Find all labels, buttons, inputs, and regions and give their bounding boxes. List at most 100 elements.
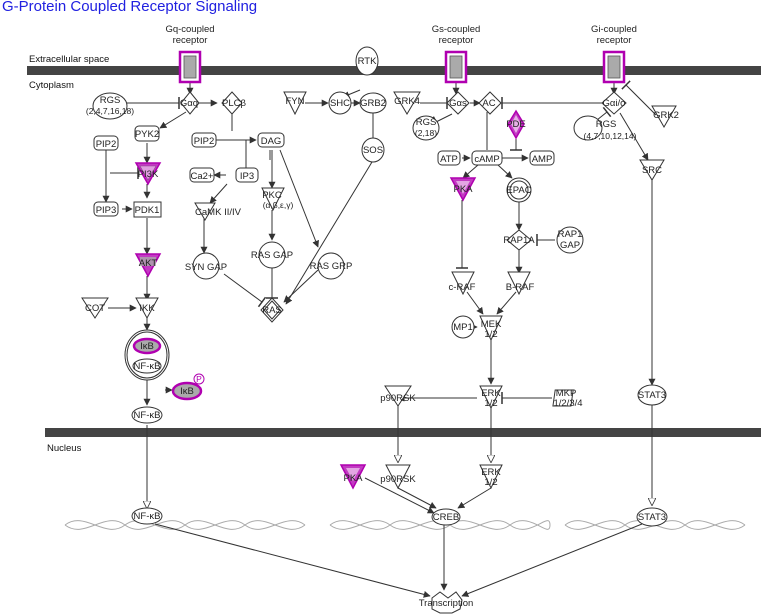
node-mkp[interactable]: MKP 1/2/3/4: [552, 388, 583, 409]
node-stat3-nucleus[interactable]: STAT3: [636, 507, 668, 527]
node-ikb-complex[interactable]: IκB NF-κB: [124, 329, 170, 381]
node-gaio[interactable]: Gαi/o: [601, 91, 627, 115]
node-pde[interactable]: PDE: [506, 109, 526, 140]
node-cot[interactable]: COT: [81, 297, 109, 319]
svg-text:PDE: PDE: [506, 119, 526, 130]
gq-receptor-label-1: Gq-coupled: [165, 24, 214, 35]
node-gas[interactable]: Gαs: [446, 91, 470, 115]
node-syn-gap[interactable]: SYN GAP: [185, 252, 227, 280]
node-ras-grp[interactable]: RAS GRP: [310, 252, 353, 280]
svg-text:GRK2: GRK2: [653, 110, 679, 121]
node-ras-gap[interactable]: RAS GAP: [251, 241, 293, 269]
nucleus-label: Nucleus: [47, 443, 82, 454]
node-grb2[interactable]: GRB2: [359, 92, 387, 114]
gs-receptor[interactable]: [444, 50, 468, 84]
gs-receptor-label-2: receptor: [439, 35, 474, 46]
node-gaq[interactable]: Gαq: [180, 91, 200, 115]
node-rap1a[interactable]: RAP1A: [503, 229, 535, 251]
node-c-raf[interactable]: c-RAF: [449, 271, 476, 296]
gi-receptor[interactable]: [602, 50, 626, 84]
node-plcb[interactable]: PLCβ: [221, 91, 247, 115]
node-ip3[interactable]: IP3: [235, 167, 259, 183]
node-erk-nucleus[interactable]: ERK 1/2: [479, 464, 503, 490]
svg-text:SRC: SRC: [642, 165, 662, 176]
svg-text:Ca2+: Ca2+: [191, 171, 214, 182]
node-creb[interactable]: CREB: [431, 508, 461, 526]
page-title: G-Protein Coupled Receptor Signaling: [2, 0, 258, 15]
node-sos[interactable]: SOS: [361, 137, 385, 163]
node-mp1[interactable]: MP1: [451, 315, 475, 339]
svg-text:STAT3: STAT3: [638, 512, 666, 523]
svg-text:1/2: 1/2: [484, 329, 497, 340]
svg-text:PLCβ: PLCβ: [222, 98, 246, 109]
svg-text:Gαi/o: Gαi/o: [603, 98, 626, 109]
svg-text:1/2: 1/2: [484, 477, 497, 488]
svg-text:PIP3: PIP3: [96, 205, 117, 216]
gi-receptor-label-2: receptor: [597, 35, 632, 46]
node-rgs-2[interactable]: RGS (2,18): [412, 115, 440, 141]
svg-text:SOS: SOS: [363, 145, 383, 156]
svg-text:IKK: IKK: [139, 303, 155, 314]
svg-text:MEK: MEK: [481, 319, 502, 330]
node-grk2[interactable]: GRK2: [651, 105, 679, 129]
node-stat3-cyto[interactable]: STAT3: [637, 384, 667, 406]
svg-text:NF-κB: NF-κB: [134, 361, 161, 372]
svg-text:cAMP: cAMP: [474, 154, 499, 165]
node-epac[interactable]: EPAC: [506, 177, 532, 203]
node-ikk[interactable]: IKK: [135, 297, 159, 320]
node-pkc[interactable]: PKC (α,β,ε,γ): [261, 187, 293, 212]
node-nfkb-nucleus[interactable]: NF-κB: [131, 507, 163, 525]
node-src[interactable]: SRC: [639, 159, 665, 181]
node-pka-nucleus[interactable]: PKA: [339, 464, 367, 490]
node-pip3[interactable]: PIP3: [93, 201, 119, 217]
node-pi3k[interactable]: PI3K: [134, 162, 162, 186]
node-pka-cyto[interactable]: PKA: [449, 177, 477, 202]
node-ikb-phospho[interactable]: IκB P: [171, 373, 205, 401]
node-pip2-a[interactable]: PIP2: [93, 135, 119, 151]
node-nfkb-cytoplasm[interactable]: NF-κB: [131, 406, 163, 424]
node-rap1gap[interactable]: RAP1 GAP: [556, 226, 584, 254]
node-atp[interactable]: ATP: [437, 150, 461, 166]
node-ca2[interactable]: Ca2+: [189, 167, 215, 183]
node-shc[interactable]: SHC: [328, 91, 352, 115]
node-pip2-b[interactable]: PIP2: [191, 132, 217, 148]
node-ac[interactable]: AC: [478, 91, 502, 115]
svg-text:ERK: ERK: [481, 467, 501, 478]
svg-text:NF-κB: NF-κB: [134, 410, 161, 421]
node-mek[interactable]: MEK 1/2: [479, 315, 503, 342]
svg-text:PIP2: PIP2: [96, 139, 117, 150]
node-ras[interactable]: RAS: [260, 297, 284, 323]
node-akt[interactable]: AKT: [134, 253, 162, 278]
svg-text:PIP2: PIP2: [194, 136, 215, 147]
gi-receptor-label-1: Gi-coupled: [591, 24, 637, 35]
node-camp[interactable]: cAMP: [471, 150, 503, 166]
node-p90rsk-cyto[interactable]: p90RSK: [380, 385, 416, 407]
node-p90rsk-nucleus[interactable]: p90RSK: [380, 464, 416, 490]
node-grk4[interactable]: GRK4: [393, 91, 421, 115]
node-rgs-1[interactable]: RGS (2,4,7,16,18): [86, 92, 134, 120]
svg-text:STAT3: STAT3: [638, 390, 666, 401]
node-fyn[interactable]: FYN: [283, 91, 307, 116]
svg-text:PKA: PKA: [343, 473, 363, 484]
svg-text:AKT: AKT: [139, 258, 158, 269]
node-camk[interactable]: CaMK II/IV: [194, 202, 242, 221]
node-dag[interactable]: DAG: [257, 132, 285, 148]
svg-text:MKP: MKP: [556, 388, 577, 399]
svg-text:p90RSK: p90RSK: [380, 474, 416, 485]
node-rgs-3[interactable]: RGS (4,7,10,12,14): [573, 115, 637, 141]
svg-text:PKC: PKC: [262, 190, 282, 201]
node-transcription[interactable]: Transcription: [419, 591, 474, 614]
svg-text:MP1: MP1: [453, 322, 473, 333]
node-pyk2[interactable]: PYK2: [134, 125, 160, 142]
node-erk-cyto[interactable]: ERK 1/2: [479, 385, 503, 410]
node-rtk[interactable]: RTK: [355, 46, 379, 76]
svg-text:AC: AC: [482, 98, 495, 109]
svg-text:PKA: PKA: [453, 184, 473, 195]
node-b-raf[interactable]: B-RAF: [506, 271, 535, 296]
node-pdk1[interactable]: PDK1: [133, 201, 162, 218]
node-amp[interactable]: AMP: [529, 150, 555, 166]
svg-text:Transcription: Transcription: [419, 598, 474, 609]
gq-receptor[interactable]: [178, 50, 202, 84]
extracellular-label: Extracellular space: [29, 54, 109, 65]
